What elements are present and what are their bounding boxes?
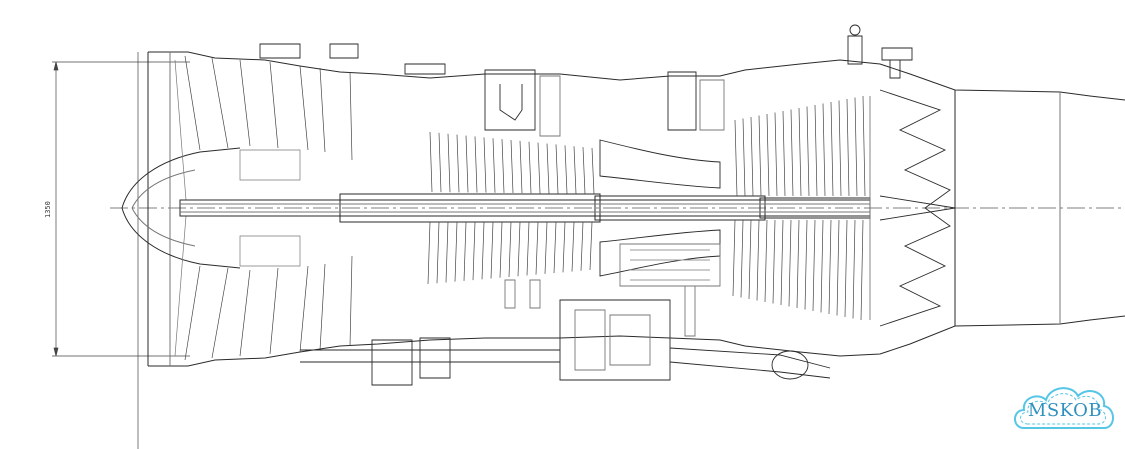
turbine-blade-row [823,104,825,197]
turbine-blade-row [749,220,751,299]
compressor-blade-row [430,132,432,192]
overall-diameter-dimension [52,52,190,449]
turbine-blade-row [853,220,855,319]
compressor-blade-row [511,140,513,193]
turbine-blade-row [831,102,833,196]
compressor-blade-row [572,222,574,272]
turbine-blade-row [765,220,767,302]
turbine-blade-row [839,101,841,197]
compressor-blade-row [565,145,567,193]
turbine-blade-row [845,220,847,317]
compressor-blade-row [473,222,475,280]
compressor-blade-row [536,222,538,275]
main-shaft [180,194,870,222]
turbine-blade-row [837,220,839,316]
compressor-blade-row [581,222,583,271]
compressor-stages [428,132,594,284]
compressor-blade-row [538,143,540,194]
turbine-blade-row [751,117,753,196]
compressor-blade-row [574,146,576,194]
compressor-blade-row [448,134,450,192]
outer-casing [148,52,1125,366]
compressor-blade-row [439,133,441,192]
turbine-blade-row [767,114,769,196]
turbine-blade-row [775,113,777,197]
compressor-blade-row [484,137,486,192]
turbine-blade-row [807,107,809,197]
top-fittings [260,25,912,78]
turbine-blade-row [805,220,807,310]
turbine-blade-row [797,220,799,308]
turbine-blade-row [783,111,785,196]
turbine-blade-row [863,96,865,196]
cloud-icon [1014,387,1114,429]
turbine-blade-row [855,98,857,197]
accessory-gearbox [300,280,830,385]
turbine-stages [733,96,865,320]
watermark-label: MSKOB [1027,400,1103,421]
compressor-blade-row [493,138,495,193]
turbine-blade-row [791,110,793,197]
turbine-blade-row [861,220,863,320]
compressor-blade-row [455,222,457,282]
compressor-blade-row [491,222,493,279]
compressor-blade-row [590,222,592,270]
turbine-blade-row [813,220,815,311]
turbine-blade-row [743,119,745,197]
inlet-spinner [122,148,240,268]
compressor-blade-row [466,136,468,193]
compressor-blade-row [527,222,529,275]
compressor-blade-row [556,144,558,193]
turbine-blade-row [815,105,817,196]
compressor-blade-row [545,222,547,274]
compressor-blade-row [500,222,502,278]
compressor-blade-row [583,147,585,194]
turbine-blade-row [735,120,737,196]
compressor-blade-row [563,222,565,272]
compressor-blade-row [437,222,439,283]
compressor-blade-row [547,144,549,194]
compressor-blade-row [509,222,511,277]
turbine-blade-row [799,108,801,196]
turbine-blade-row [789,220,791,307]
turbine-blade-row [773,220,775,304]
compressor-blade-row [446,222,448,282]
mskob-watermark: MSKOB [1010,378,1120,444]
exhaust-mixer [870,90,955,326]
turbine-blade-row [733,220,735,296]
compressor-blade-row [529,142,531,193]
turbine-blade-row [829,220,831,314]
turbine-blade-row [759,116,761,197]
turbine-blade-row [781,220,783,305]
compressor-blade-row [502,139,504,193]
compressor-blade-row [592,148,594,194]
compressor-blade-row [518,222,520,276]
turbine-blade-row [847,99,849,196]
compressor-blade-row [520,141,522,193]
combustion-section [485,70,724,286]
compressor-blade-row [554,222,556,273]
turbine-blade-row [741,220,743,298]
compressor-blade-row [475,136,477,192]
fan-section [175,56,352,360]
compressor-blade-row [482,222,484,279]
compressor-blade-row [428,222,430,284]
compressor-blade-row [464,222,466,281]
turbine-blade-row [821,220,823,313]
diameter-dimension-label: 1350 [44,201,52,218]
turbine-blade-row [757,220,759,301]
compressor-blade-row [457,135,459,193]
